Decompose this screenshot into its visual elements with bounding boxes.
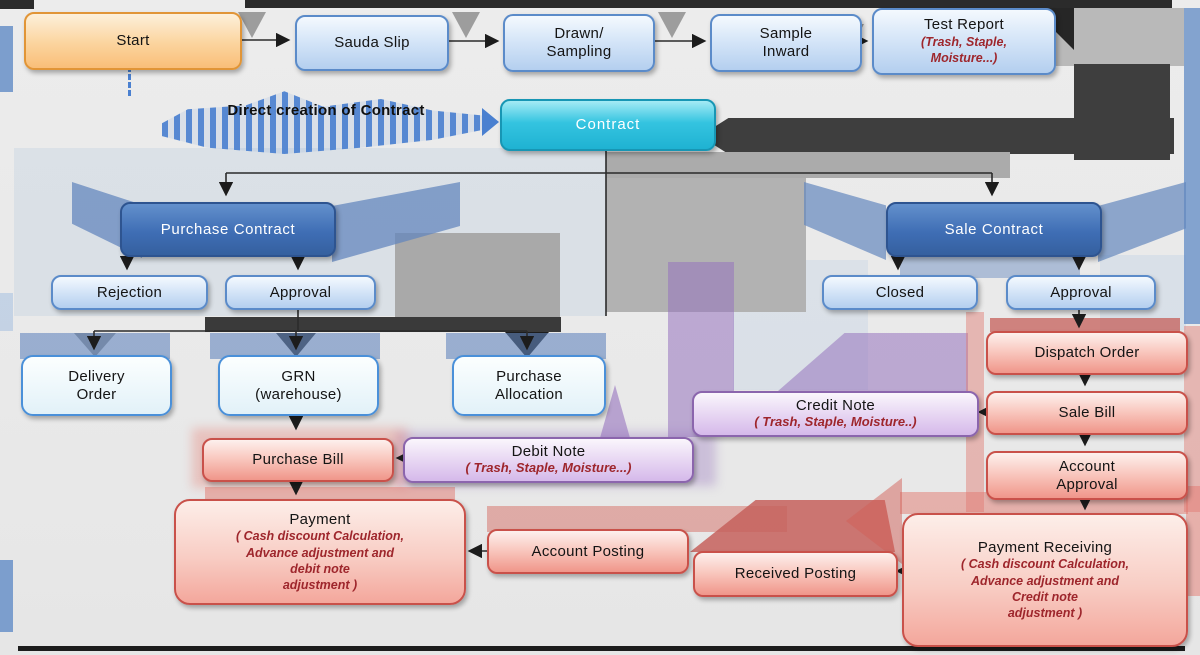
striped-arrow-tip — [482, 108, 499, 136]
node-start: Start — [24, 12, 242, 70]
node-dispatch-order: Dispatch Order — [986, 331, 1188, 375]
node-purchase-bill: Purchase Bill — [202, 438, 394, 482]
soft-arrow-pink — [1184, 326, 1200, 512]
node-purchase-contract: Purchase Contract — [120, 202, 336, 257]
soft-arrow-blue — [900, 256, 1080, 278]
dashed-drop-line — [128, 66, 131, 96]
frame-bar-top-left — [0, 0, 34, 9]
node-approval-purchase: Approval — [225, 275, 376, 310]
edge-strip-blue — [0, 560, 13, 632]
node-test-report: Test Report (Trash, Staple, Moisture...) — [872, 8, 1056, 75]
node-payment-receiving: Payment Receiving ( Cash discount Calcul… — [902, 513, 1188, 647]
node-rejection: Rejection — [51, 275, 208, 310]
frame-bar-top-right — [1032, 0, 1172, 9]
edge-strip-pink — [1186, 486, 1200, 596]
node-purchase-allocation: Purchase Allocation — [452, 355, 606, 416]
connector-slab-gray — [395, 233, 560, 319]
edge-strip-blue — [0, 26, 13, 92]
node-contract: Contract — [500, 99, 716, 151]
node-credit-note: Credit Note ( Trash, Staple, Moisture..) — [692, 391, 979, 437]
node-sample-inward: Sample Inward — [710, 14, 862, 72]
node-sale-bill: Sale Bill — [986, 391, 1188, 435]
node-closed: Closed — [822, 275, 978, 310]
node-account-posting: Account Posting — [487, 529, 689, 574]
soft-arrow-pink — [205, 487, 455, 501]
edge-strip-blue — [0, 293, 13, 331]
node-sale-contract: Sale Contract — [886, 202, 1102, 257]
node-sauda-slip: Sauda Slip — [295, 15, 449, 71]
node-payment: Payment ( Cash discount Calculation, Adv… — [174, 499, 466, 605]
frame-bar-top — [245, 0, 1032, 8]
node-approval-sale: Approval — [1006, 275, 1156, 310]
node-drawn-sampling: Drawn/ Sampling — [503, 14, 655, 72]
node-received-posting: Received Posting — [693, 551, 898, 597]
frame-bar-bottom — [18, 646, 1185, 651]
node-account-approval: Account Approval — [986, 451, 1188, 500]
connector-band-test-to-contract — [700, 118, 1174, 154]
connector-band-dark — [205, 317, 561, 332]
connector-block-gray — [1052, 8, 1184, 66]
direct-creation-label: Direct creation of Contract — [227, 102, 425, 119]
edge-strip-blue — [1184, 8, 1200, 324]
node-debit-note: Debit Note ( Trash, Staple, Moisture...) — [403, 437, 694, 483]
node-delivery-order: Delivery Order — [21, 355, 172, 416]
node-grn: GRN (warehouse) — [218, 355, 379, 416]
